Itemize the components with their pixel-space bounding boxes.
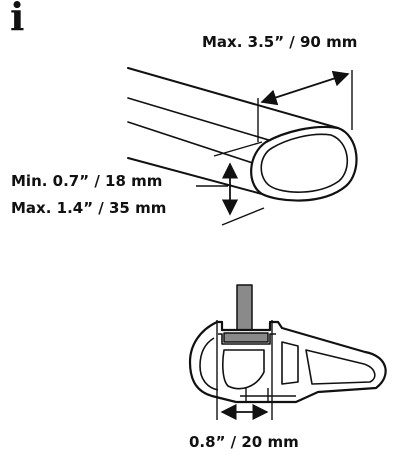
slot-width-dimension <box>216 320 273 421</box>
t-bolt-icon <box>236 284 253 336</box>
info-icon: i <box>10 0 25 39</box>
slot-width-label: 0.8” / 20 mm <box>189 433 299 451</box>
roof-bar-perspective <box>127 67 358 202</box>
bar-height-max-label: Max. 1.4” / 35 mm <box>11 199 167 217</box>
height-dimension <box>196 141 265 226</box>
bar-width-label: Max. 3.5” / 90 mm <box>202 33 358 51</box>
width-dimension <box>257 70 353 142</box>
bar-height-min-label: Min. 0.7” / 18 mm <box>11 172 163 190</box>
bar-cross-section <box>188 284 387 404</box>
